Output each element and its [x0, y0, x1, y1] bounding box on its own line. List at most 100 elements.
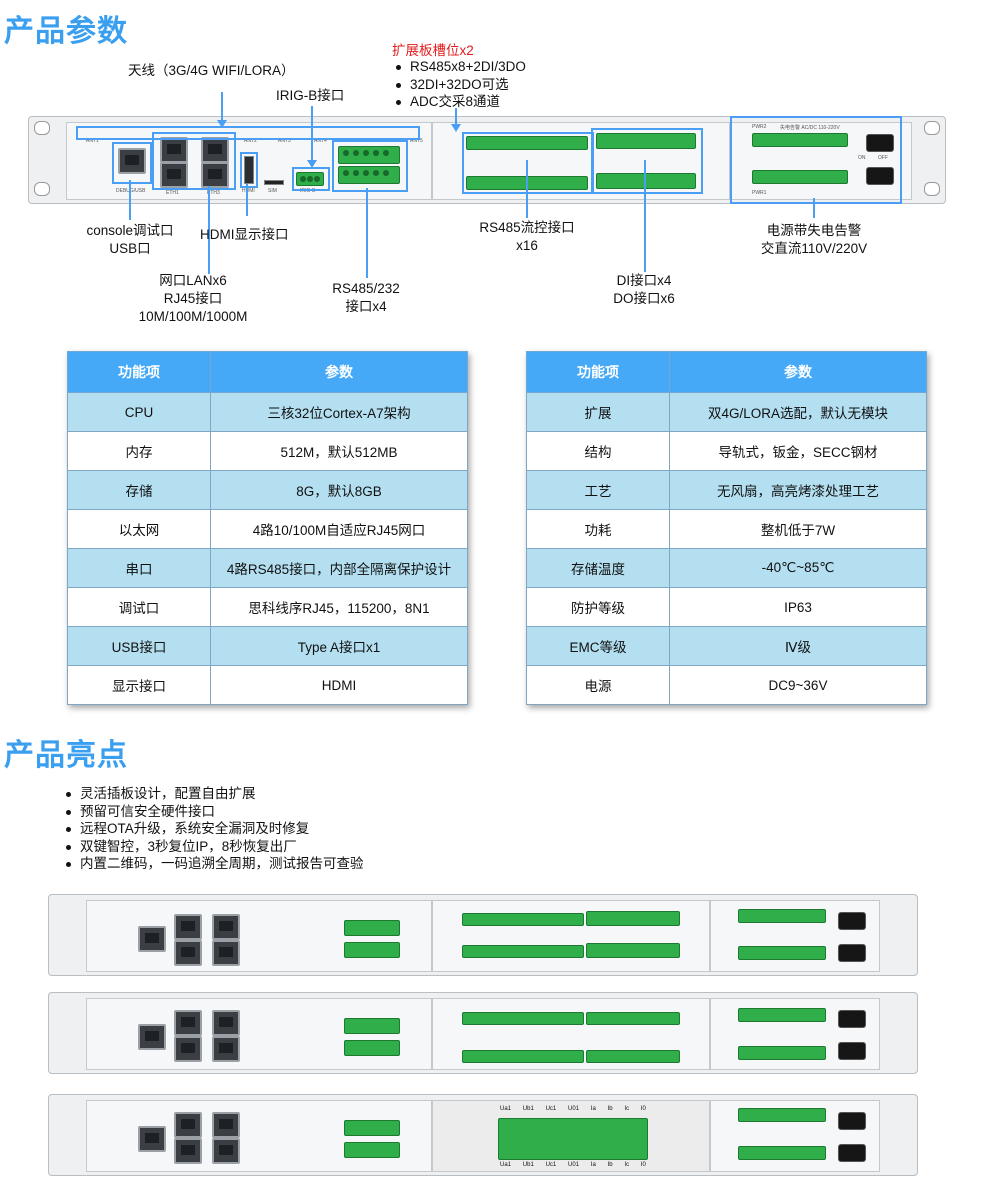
ant4-label: ANT4 — [314, 138, 327, 144]
power-highlight — [730, 116, 902, 204]
rs485-flow-label-line2: x16 — [516, 238, 538, 253]
rs485-232-label-line2: 接口x4 — [345, 299, 387, 314]
sim-slot — [264, 180, 284, 185]
rs485-terminal — [338, 166, 400, 184]
expansion-list: RS485x8+2DI/3DO 32DI+32DO可选 ADC交采8通道 — [392, 58, 526, 111]
highlight-item: 预留可信安全硬件接口 — [62, 803, 364, 821]
rs485-flow-terminal — [462, 913, 584, 926]
rs485-232-label: RS485/232 接口x4 — [322, 280, 410, 316]
switch-on-label: ON — [858, 155, 866, 161]
table-cell: 扩展 — [526, 392, 670, 432]
eth-port — [212, 1112, 240, 1138]
hdmi-leader — [246, 184, 248, 216]
table-cell: 思科线序RJ45，115200，8N1 — [210, 587, 468, 627]
lan-leader — [208, 186, 210, 274]
rs485-terminal — [338, 146, 400, 164]
switch-off-label: OFF — [878, 155, 888, 161]
adc-label: Ua1 — [500, 1106, 512, 1112]
adc-label: U01 — [568, 1162, 580, 1168]
power-label-line1: 电源带失电告警 — [766, 223, 862, 238]
power-terminal — [752, 133, 848, 147]
table-cell: DC9~36V — [669, 665, 927, 705]
table-cell: 串口 — [67, 548, 211, 588]
eth1-label: ETH1 — [166, 190, 179, 196]
rs485-terminal — [344, 920, 400, 936]
power-switch — [838, 944, 866, 962]
rs485-terminal — [344, 1142, 400, 1158]
rs485-flow-label-line1: RS485流控接口 — [479, 220, 575, 235]
table-header: 功能项 — [67, 351, 211, 393]
power-switch — [838, 1010, 866, 1028]
power-terminal — [738, 946, 826, 960]
highlights-list: 灵活插板设计，配置自由扩展 预留可信安全硬件接口 远程OTA升级，系统安全漏洞及… — [62, 785, 364, 873]
table-cell: 电源 — [526, 665, 670, 705]
eth-port — [212, 1138, 240, 1164]
table-cell: 双4G/LORA选配，默认无模块 — [669, 392, 927, 432]
rs485-flow-terminal — [462, 1050, 584, 1063]
rs485-flow-terminal — [466, 136, 588, 150]
adc-bottom-labels: Ua1 Ub1 Uc1 U01 Ia Ib Ic I0 — [500, 1162, 646, 1168]
pwr2-label: PWR2 — [752, 124, 767, 130]
table-cell: 8G，默认8GB — [210, 470, 468, 510]
lan-label-line2: RJ45接口 — [163, 291, 223, 306]
irig-label: IRIG-B接口 — [276, 88, 345, 103]
eth-port — [174, 1036, 202, 1062]
ant5-label: ANT5 — [410, 138, 423, 144]
console-label-line2: USB口 — [109, 241, 151, 256]
hdmi-port — [244, 156, 254, 184]
adc-label: I0 — [640, 1162, 646, 1168]
irig-device-label: IRIG-B — [300, 188, 316, 194]
console-port — [118, 148, 146, 174]
adc-label: Ia — [590, 1162, 596, 1168]
dido-leader — [644, 160, 646, 272]
table-cell: -40℃~85℃ — [669, 548, 927, 588]
mount-hole — [34, 121, 50, 135]
dido-label-line1: DI接口x4 — [616, 273, 672, 288]
console-port — [138, 926, 166, 952]
rs485-highlight — [332, 140, 408, 192]
table-cell: 存储 — [67, 470, 211, 510]
table-header: 参数 — [210, 351, 468, 393]
hdmi-device-label: HDMI — [242, 188, 255, 194]
highlight-item: 内置二维码，一码追溯全周期，测试报告可查验 — [62, 855, 364, 873]
ant3-label: ANT3 — [278, 138, 291, 144]
eth-port — [212, 940, 240, 966]
table-cell: 内存 — [67, 431, 211, 471]
sim-label: SIM — [268, 188, 277, 194]
dido-terminal — [586, 1050, 680, 1063]
eth-port — [174, 1010, 202, 1036]
power-terminal — [752, 170, 848, 184]
irig-terminal — [296, 172, 324, 186]
adc-label: Ic — [624, 1162, 630, 1168]
table-cell: IP63 — [669, 587, 927, 627]
antenna-highlight — [76, 126, 420, 140]
mount-hole — [34, 182, 50, 196]
dido-label: DI接口x4 DO接口x6 — [600, 272, 688, 308]
mount-hole — [924, 121, 940, 135]
console-port — [138, 1126, 166, 1152]
power-switch — [838, 1144, 866, 1162]
table-row: 调试口思科线序RJ45，115200，8N1 — [67, 587, 468, 627]
eth-port — [174, 1112, 202, 1138]
rs485-terminal — [344, 1120, 400, 1136]
spec-table-right: 功能项 参数 扩展双4G/LORA选配，默认无模块 结构导轨式，钣金，SECC钢… — [526, 351, 927, 705]
adc-label: Uc1 — [545, 1106, 557, 1112]
power-terminal — [738, 1008, 826, 1022]
lan-label-line1: 网口LANx6 — [159, 273, 227, 288]
adc-label: U01 — [568, 1106, 580, 1112]
dido-terminal — [596, 133, 696, 149]
table-cell: 4路RS485接口，内部全隔离保护设计 — [210, 548, 468, 588]
table-row: 功耗整机低于7W — [526, 509, 927, 549]
table-row: 存储温度-40℃~85℃ — [526, 548, 927, 588]
hdmi-label: HDMI显示接口 — [200, 227, 289, 242]
table-cell: 防护等级 — [526, 587, 670, 627]
adc-label: Ic — [624, 1106, 630, 1112]
power-label: 电源带失电告警 交直流110V/220V — [752, 222, 876, 258]
rs485-terminal — [344, 1018, 400, 1034]
console-label: console调试口 USB口 — [80, 222, 180, 258]
table-cell: 功耗 — [526, 509, 670, 549]
table-cell: 4路10/100M自适应RJ45网口 — [210, 509, 468, 549]
